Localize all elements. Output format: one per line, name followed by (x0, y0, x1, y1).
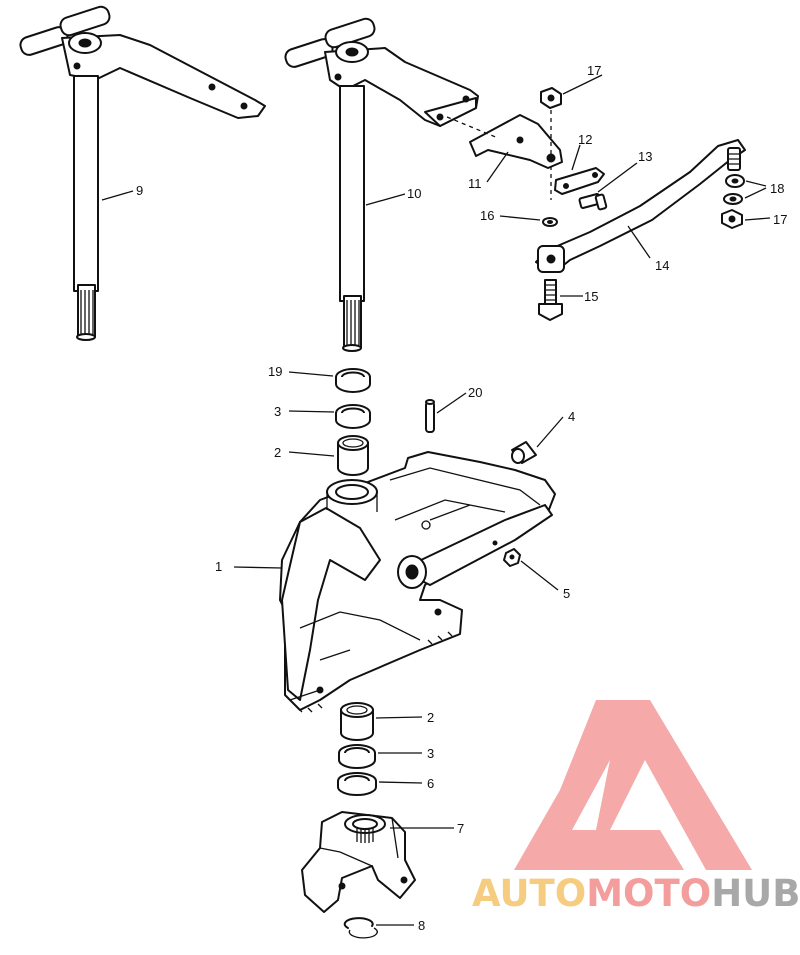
part-17-nut-top (540, 87, 562, 109)
part-5-grease-fitting (503, 548, 521, 567)
callout-7: 7 (457, 821, 464, 836)
part-8-retaining-ring (343, 917, 378, 939)
part-9-steering-shaft-left (19, 5, 266, 341)
callout-17-right: 17 (773, 212, 787, 227)
callout-4: 4 (568, 409, 575, 424)
callout-11: 11 (468, 176, 482, 191)
callout-5: 5 (563, 586, 570, 601)
part-20-pin (425, 399, 435, 433)
watermark-logo (514, 700, 752, 870)
part-6-washer (337, 772, 377, 796)
part-2-sleeve-upper (337, 435, 369, 476)
part-12-clip (554, 167, 605, 195)
callout-2-lower: 2 (427, 710, 434, 725)
part-16-washer (542, 217, 558, 227)
part-17-nut-right (721, 209, 743, 229)
callout-13: 13 (638, 149, 652, 164)
leader-lines (101, 74, 771, 926)
part-7-yoke (301, 811, 416, 913)
callout-3-lower: 3 (427, 746, 434, 761)
part-15-bolt (538, 279, 563, 321)
watermark-auto: AUTOMOTOHUB (472, 872, 800, 915)
part-4-bushing (511, 441, 537, 464)
callout-15: 15 (584, 289, 598, 304)
callout-19: 19 (268, 364, 282, 379)
callout-9: 9 (136, 183, 143, 198)
part-11-bracket (469, 114, 563, 169)
part-3-bushing-lower (338, 744, 376, 769)
callout-8: 8 (418, 918, 425, 933)
callout-16: 16 (480, 208, 494, 223)
part-10-steering-shaft-center (284, 17, 479, 352)
callout-numbers: 9 10 11 12 13 17 16 14 15 18 17 19 3 2 2… (136, 63, 787, 933)
part-14-steering-link (535, 139, 746, 273)
callout-18: 18 (770, 181, 784, 196)
callout-3-upper: 3 (274, 404, 281, 419)
callout-2-upper: 2 (274, 445, 281, 460)
callout-10: 10 (407, 186, 421, 201)
callout-6: 6 (427, 776, 434, 791)
part-19-seal (335, 368, 371, 393)
callout-1: 1 (215, 559, 222, 574)
watermark-triangle-icon (514, 700, 752, 870)
watermark-text: AUTOMOTOHUB (472, 872, 800, 915)
part-13-bolt (578, 193, 608, 211)
callout-14: 14 (655, 258, 669, 273)
part-18-washers (723, 174, 745, 205)
callout-20: 20 (468, 385, 482, 400)
callout-17-top: 17 (587, 63, 601, 78)
part-3-bushing-upper (335, 404, 371, 429)
callout-12: 12 (578, 132, 592, 147)
part-1-swivel-housing (279, 451, 556, 713)
part-2-sleeve-lower (340, 702, 374, 741)
